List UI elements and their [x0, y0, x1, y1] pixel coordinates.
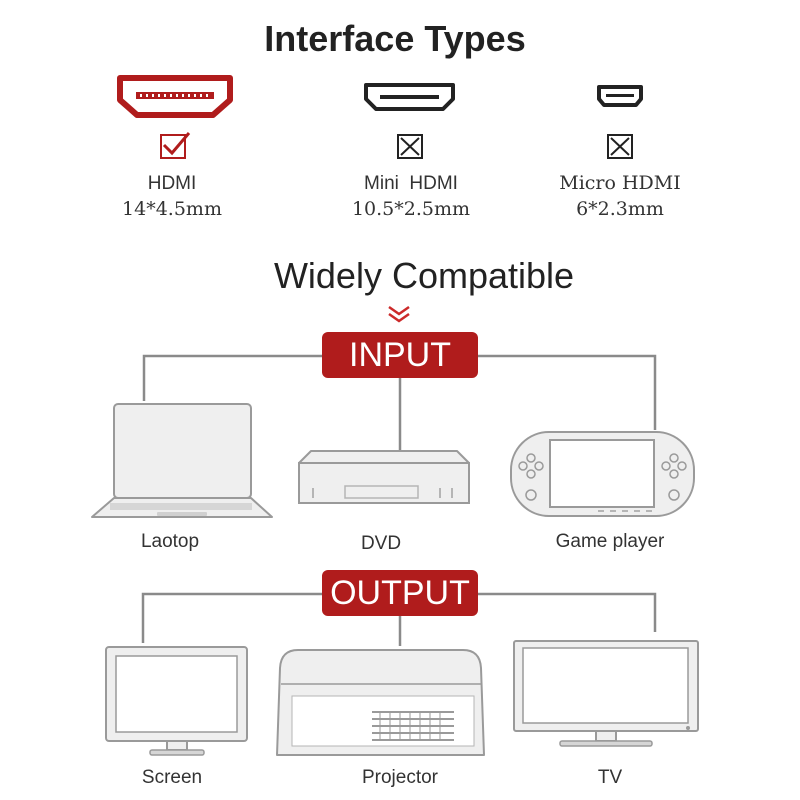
projector-icon: [276, 649, 485, 756]
device-label-projector: Projector: [361, 767, 439, 788]
interface-size-hdmi: 14*4.5mm: [122, 198, 222, 220]
interface-size-micro-hdmi: 6*2.3mm: [576, 198, 664, 220]
device-label-game-player: Game player: [555, 531, 665, 552]
input-connector-lines: [142, 354, 657, 450]
output-badge: OUTPUT: [322, 570, 478, 616]
interface-name-micro-hdmi: Micro HDMI: [559, 172, 681, 194]
monitor-icon: [105, 646, 248, 756]
interface-name-mini-hdmi: Mini HDMI: [364, 173, 458, 194]
input-badge: INPUT: [322, 332, 478, 378]
hdmi-connector-icon: [117, 75, 233, 118]
laptop-icon: [91, 403, 273, 518]
device-label-tv: TV: [597, 767, 623, 788]
dvd-player-icon: [298, 450, 470, 504]
device-label-dvd: DVD: [360, 533, 402, 554]
cross-box-icon: [397, 134, 423, 159]
interface-size-mini-hdmi: 10.5*2.5mm: [351, 198, 471, 220]
interface-name-hdmi: HDMI: [147, 173, 197, 194]
device-label-laptop: Laotop: [140, 531, 200, 552]
cross-box-icon: [607, 134, 633, 159]
chevron-down-icon: [388, 305, 410, 323]
micro-hdmi-connector-icon: [597, 85, 643, 107]
interface-types-title: Interface Types: [264, 18, 526, 59]
mini-hdmi-connector-icon: [364, 83, 455, 111]
output-connector-lines: [141, 592, 657, 646]
device-label-screen: Screen: [141, 767, 203, 788]
tv-icon: [513, 640, 699, 747]
check-box-icon: [160, 132, 191, 159]
game-player-icon: [510, 431, 695, 517]
widely-compatible-title: Widely Compatible: [273, 255, 575, 296]
